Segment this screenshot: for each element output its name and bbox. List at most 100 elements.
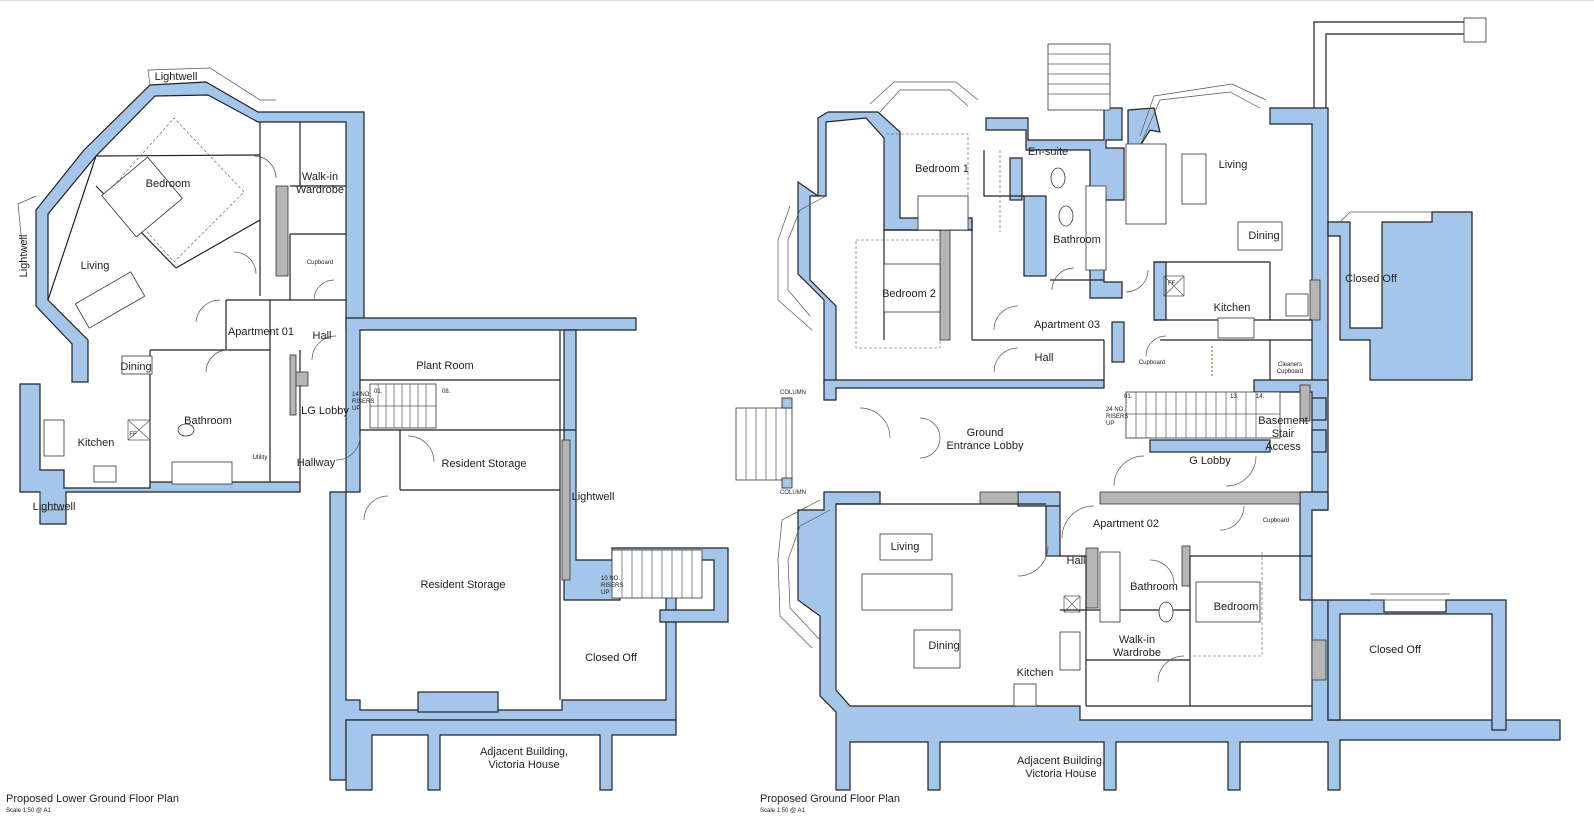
lg-bath xyxy=(171,461,233,485)
gf-east-wall-lower xyxy=(1299,491,1329,601)
lg-step-01-label: 01. xyxy=(374,389,383,395)
gf-bed-1 xyxy=(917,195,969,231)
gf-adjacent-label-2: Victoria House xyxy=(1025,768,1096,780)
gf-dashed-areas xyxy=(855,133,1263,657)
gf-stair-pier xyxy=(1311,397,1327,421)
gf-bay-windows xyxy=(777,81,1450,649)
gf-closed-off-top-label: Closed Off xyxy=(1345,273,1398,285)
gf-plan-caption: Proposed Ground Floor Plan xyxy=(760,793,900,805)
gf-sofa-top xyxy=(1125,143,1167,225)
lower-ground-floor-plan: Lightwell Lightwell Lightwell Bedroom Wa… xyxy=(6,67,729,814)
lg-lobby-label: LG Lobby xyxy=(301,405,349,417)
gf-bed-2 xyxy=(883,263,941,313)
gf-dining-table-top xyxy=(1237,221,1283,251)
lg-risers-label-2: RISERS xyxy=(352,399,374,405)
lg-outer-wall-west xyxy=(35,81,365,383)
lg-hallway-label: Hallway xyxy=(297,457,336,469)
gf-step-01-label: 01. xyxy=(1124,394,1133,400)
gf-partition-8 xyxy=(1311,639,1327,681)
lg-walkin-label-1: Walk-in xyxy=(302,171,338,183)
gf-hob-top xyxy=(1285,293,1309,317)
gf-hall-bottom-label: Hall xyxy=(1067,555,1086,567)
lg-bed xyxy=(101,156,183,238)
ground-floor-plan: En-suite Bedroom 1 Living Bathroom Dinin… xyxy=(735,17,1561,814)
gf-bathroom-bottom-label: Bathroom xyxy=(1130,581,1178,593)
lg-risers10-label-3: UP xyxy=(601,590,609,596)
gf-kitchen-sink-bottom xyxy=(1059,631,1081,671)
lg-resident-storage-label-2: Resident Storage xyxy=(421,579,506,591)
lg-storage-wall xyxy=(329,317,677,781)
gf-ground-label-2: Entrance Lobby xyxy=(946,440,1024,452)
lg-stair-1 xyxy=(369,383,437,429)
lg-lightwell-top-label: Lightwell xyxy=(155,71,198,83)
gf-ensuite-wall xyxy=(1009,157,1023,201)
gf-dining-bottom-label: Dining xyxy=(928,640,959,652)
gf-column-bottom xyxy=(781,477,793,489)
gf-g-lobby-label: G Lobby xyxy=(1189,455,1231,467)
lg-step-08-label: 08. xyxy=(442,389,451,395)
gf-basement-label-1: Basement xyxy=(1258,415,1308,427)
gf-bedroom-bottom-label: Bedroom xyxy=(1214,601,1259,613)
gf-apartment03-label: Apartment 03 xyxy=(1034,319,1100,331)
gf-column-bottom-label: COLUMN xyxy=(780,490,806,496)
gf-tv-bottom xyxy=(879,533,933,561)
lg-chimney-breast xyxy=(417,691,499,713)
gf-living-bottom-label: Living xyxy=(891,541,920,553)
gf-partition-6 xyxy=(1085,547,1099,609)
gf-cupboard-top-label: Cupboard xyxy=(1139,360,1165,366)
lg-dining-table xyxy=(121,355,153,375)
lg-stair-2 xyxy=(611,549,703,599)
lg-hob xyxy=(93,465,117,483)
lg-risers10-label-2: RISERS xyxy=(601,583,623,589)
gf-bathroom-top-label: Bathroom xyxy=(1053,234,1101,246)
lg-lightwell-right-label: Lightwell xyxy=(572,491,615,503)
lg-resident-storage-label-1: Resident Storage xyxy=(442,458,527,470)
gf-bedroom1-label: Bedroom 1 xyxy=(915,163,969,175)
gf-flue-box xyxy=(1463,17,1487,43)
gf-basement-label-2: Stair xyxy=(1272,428,1295,440)
gf-north-steps xyxy=(1047,43,1111,111)
gf-column-top-label: COLUMN xyxy=(780,390,806,396)
gf-hall-top-label: Hall xyxy=(1035,352,1054,364)
gf-dining-table-bottom xyxy=(913,629,961,669)
gf-cupboard-wall xyxy=(1111,321,1125,363)
lg-plan-scale: Scale 1:50 @ A1 xyxy=(6,808,51,814)
gf-cleaners-label-1: Cleaners xyxy=(1278,362,1302,368)
gf-partition-4 xyxy=(979,491,1019,505)
gf-stair-pier-2 xyxy=(1311,429,1327,453)
lg-lightwell-bottom-label: Lightwell xyxy=(33,501,76,513)
gf-lobby-wall xyxy=(1149,439,1271,453)
gf-risers24-label-2: RISERS xyxy=(1106,414,1128,420)
gf-partition-1 xyxy=(939,229,951,341)
lg-cupboard-label: Cupboard xyxy=(307,260,333,266)
gf-fridges xyxy=(1063,275,1185,613)
gf-cleaners-label-2: Cupboard xyxy=(1277,369,1303,375)
lg-walkin-label-2: Wardrobe xyxy=(296,184,344,196)
lg-closed-off-label: Closed Off xyxy=(585,652,638,664)
gf-wc-bathroom xyxy=(1058,205,1074,227)
gf-closed-off-top-wall xyxy=(1327,211,1473,381)
gf-bath-bottom xyxy=(1099,551,1121,623)
lg-hall-label: Hall xyxy=(313,330,332,342)
gf-bedroom2-label: Bedroom 2 xyxy=(882,288,936,300)
gf-bath-riser xyxy=(1023,195,1047,277)
lg-bathroom-label: Bathroom xyxy=(184,415,232,427)
gf-ground-label-1: Ground xyxy=(967,427,1004,439)
lg-risers10-label-1: 10 NO. xyxy=(601,576,620,582)
lg-adjacent-label-1: Adjacent Building, xyxy=(480,746,568,758)
gf-partition-5 xyxy=(1099,491,1301,505)
lg-risers-label-3: UP xyxy=(352,406,360,412)
gf-step-14-label: 14. xyxy=(1256,394,1265,400)
gf-living-top-label: Living xyxy=(1219,159,1248,171)
gf-plan-scale: Scale 1:50 @ A1 xyxy=(760,808,805,814)
gf-cupboard-mid-label: Cupboard xyxy=(1263,518,1289,524)
lg-partition-3 xyxy=(289,354,297,416)
gf-ensuite-label: En-suite xyxy=(1028,146,1068,158)
lg-plant-room-label: Plant Room xyxy=(416,360,473,372)
gf-kitchen-sink-top xyxy=(1217,317,1255,339)
lg-apartment-label: Apartment 01 xyxy=(228,326,294,338)
gf-risers24-label-3: UP xyxy=(1106,421,1114,427)
lg-living-label: Living xyxy=(81,260,110,272)
gf-partition-3 xyxy=(1299,384,1311,422)
gf-wc-apt02 xyxy=(1158,601,1174,623)
